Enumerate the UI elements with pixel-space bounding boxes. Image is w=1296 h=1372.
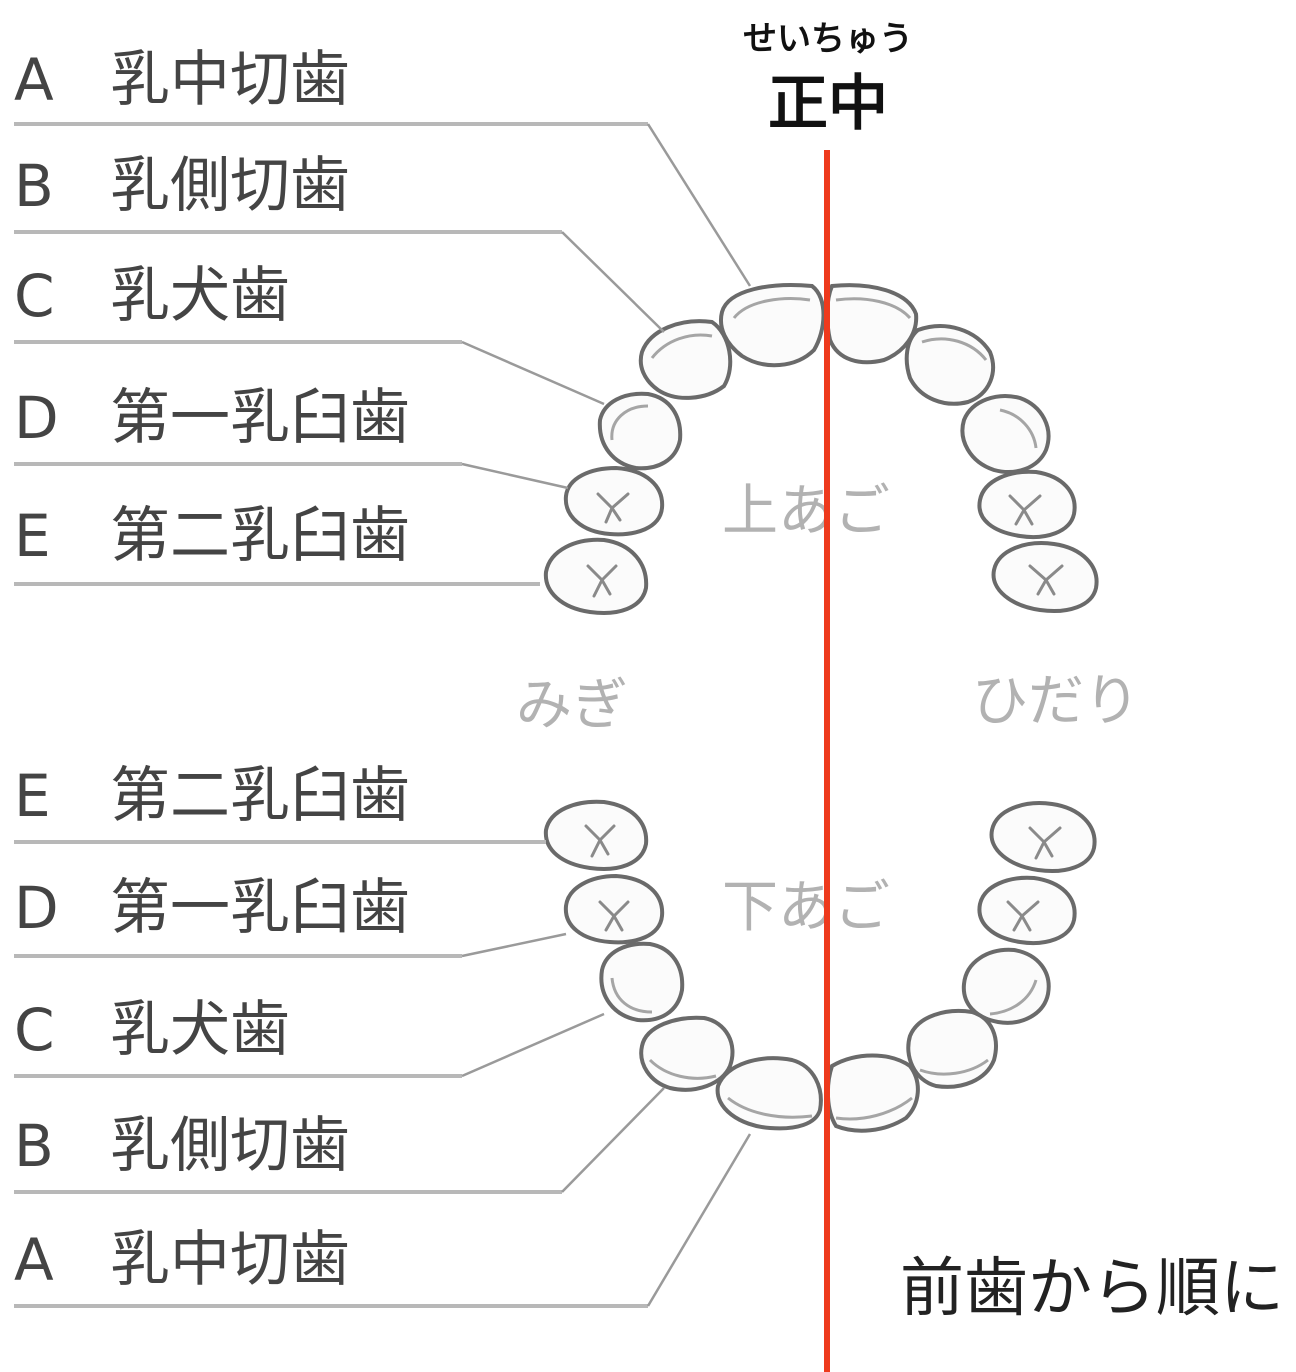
- upper-label-name: 乳中切歯: [110, 45, 350, 115]
- lower-left-lateral-incisor: [906, 1009, 998, 1089]
- lower-label-letter: E: [14, 762, 51, 830]
- lower-label-name: 乳中切歯: [110, 1225, 350, 1295]
- lower-tooth-labels: E 第二乳臼歯 D 第一乳臼歯 C 乳犬歯 B 乳側切歯 A 乳中切歯: [14, 761, 410, 1295]
- lower-label-name: 乳側切歯: [110, 1111, 350, 1181]
- upper-left-second-molar: [991, 541, 1099, 613]
- upper-label-name: 第一乳臼歯: [110, 383, 410, 453]
- upper-label-letter: D: [14, 384, 59, 452]
- upper-label-letter: E: [14, 502, 51, 570]
- upper-left-lateral-incisor: [904, 324, 995, 406]
- upper-right-central-incisor: [719, 283, 826, 368]
- lower-jaw-teeth: [543, 799, 1097, 1133]
- upper-tooth-labels: A 乳中切歯 B 乳側切歯 C 乳犬歯 D 第一乳臼歯 E 第二乳臼歯: [14, 45, 410, 571]
- left-side-label: ひだり: [972, 669, 1140, 734]
- lower-label-name: 第二乳臼歯: [110, 761, 410, 831]
- lower-right-central-incisor: [715, 1056, 823, 1131]
- lower-leader-lines: [14, 840, 752, 1308]
- right-side-label: みぎ: [516, 673, 628, 738]
- upper-label-name: 乳犬歯: [110, 261, 290, 331]
- upper-left-first-molar: [977, 469, 1077, 539]
- lower-right-second-molar: [543, 799, 649, 871]
- lower-right-canine: [599, 941, 685, 1023]
- lower-right-first-molar: [563, 873, 665, 945]
- upper-jaw-label: 上あご: [722, 479, 890, 544]
- upper-right-canine: [597, 391, 683, 471]
- upper-right-second-molar: [543, 537, 649, 615]
- lower-label-name: 乳犬歯: [110, 995, 290, 1065]
- upper-right-first-molar: [563, 465, 665, 537]
- upper-label-letter: B: [14, 152, 54, 220]
- lower-label-name: 第一乳臼歯: [110, 873, 410, 943]
- lower-left-second-molar: [989, 801, 1097, 873]
- upper-leader-lines: [14, 122, 752, 586]
- upper-label-letter: A: [14, 46, 54, 114]
- lower-label-letter: A: [14, 1226, 54, 1294]
- upper-left-canine: [960, 394, 1051, 474]
- upper-right-lateral-incisor: [638, 319, 733, 400]
- lower-jaw-label: 下あご: [722, 875, 890, 940]
- lower-label-letter: D: [14, 874, 59, 942]
- upper-label-name: 第二乳臼歯: [110, 501, 410, 571]
- lower-left-first-molar: [977, 875, 1077, 945]
- lower-right-lateral-incisor: [639, 1015, 735, 1092]
- upper-jaw-teeth: [543, 283, 1099, 615]
- lower-left-central-incisor: [825, 1053, 920, 1133]
- upper-label-letter: C: [14, 262, 55, 330]
- lower-label-letter: C: [14, 996, 55, 1064]
- lower-label-letter: B: [14, 1112, 54, 1180]
- order-note: 前歯から順に: [900, 1252, 1284, 1326]
- midline-ruby: せいちゅう: [743, 19, 913, 59]
- upper-label-name: 乳側切歯: [110, 151, 350, 221]
- midline-title: 正中: [768, 69, 888, 139]
- upper-left-central-incisor: [825, 283, 919, 365]
